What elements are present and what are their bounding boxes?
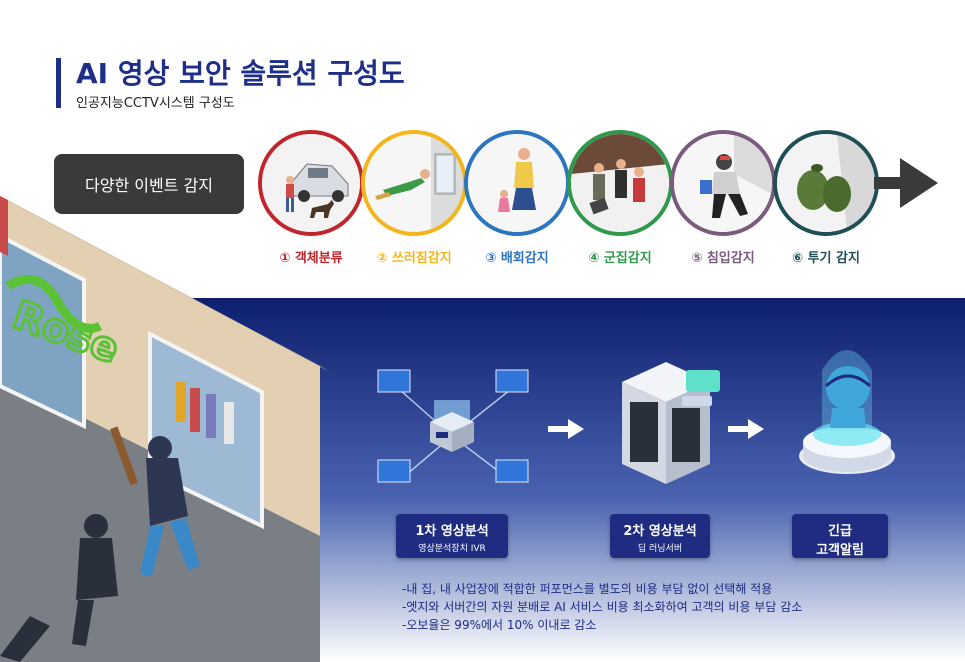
loitering-detection-circle — [464, 130, 570, 236]
deep-learning-server-icon — [622, 362, 720, 484]
event-label-2: ② 쓰러짐감지 — [376, 251, 452, 266]
stage1-title: 1차 영상분석 — [415, 524, 489, 539]
store-break-in-illustration: Rose — [0, 196, 330, 662]
note-line-2: -엣지와 서버간의 자원 분배로 AI 서비스 비용 최소화하여 고객의 비용 … — [402, 600, 803, 614]
crowd-detection-circle — [567, 130, 673, 236]
event-label-5: ⑤ 침입감지 — [691, 251, 755, 266]
stage2-title: 2차 영상분석 — [623, 524, 697, 539]
event-label-4: ④ 군집감지 — [588, 251, 652, 266]
event-label-1: ① 객체분류 — [279, 251, 343, 266]
flow-arrow-2-icon — [728, 419, 764, 439]
stage1-subtitle: 영상분석장치 IVR — [418, 544, 486, 554]
stage1-box: 1차 영상분석 영상분석장치 IVR — [396, 514, 508, 558]
row-arrow-icon — [874, 158, 938, 208]
note-line-3: -오보율은 99%에서 10% 이내로 감소 — [402, 618, 597, 632]
intruder-icon — [674, 134, 772, 232]
stage2-subtitle: 딥 러닝서버 — [637, 544, 683, 554]
dumping-detection-circle — [773, 130, 879, 236]
stage3-box: 긴급 고객알림 — [792, 514, 888, 558]
stage3-subtitle: 고객알림 — [816, 543, 864, 558]
page-title: AI 영상 보안 솔루션 구성도 — [76, 57, 405, 90]
note-line-1: -내 집, 내 사업장에 적합한 퍼포먼스를 별도의 비용 부담 없이 선택해 … — [402, 582, 773, 596]
ai-head-alert-icon — [799, 350, 895, 474]
ivr-network-icon — [377, 369, 529, 483]
car-dog-person-icon — [262, 134, 360, 232]
trash-bags-icon — [777, 134, 875, 232]
event-pill-text: 다양한 이벤트 감지 — [85, 176, 213, 195]
event-label-6: ⑥ 투기 감지 — [792, 251, 860, 266]
stage3-title: 긴급 — [828, 524, 852, 539]
object-classification-circle — [258, 130, 364, 236]
flow-arrow-1-icon — [548, 419, 584, 439]
title-accent-bar — [56, 58, 61, 108]
event-detection-label: 다양한 이벤트 감지 — [54, 154, 244, 214]
event-label-3: ③ 배회감지 — [485, 251, 549, 266]
loitering-person-icon — [468, 134, 566, 232]
page-subtitle: 인공지능CCTV시스템 구성도 — [76, 96, 235, 111]
stage2-box: 2차 영상분석 딥 러닝서버 — [610, 514, 710, 558]
crowd-icon — [571, 134, 669, 232]
fall-detection-circle — [361, 130, 467, 236]
fallen-person-icon — [365, 134, 463, 232]
intrusion-detection-circle — [670, 130, 776, 236]
